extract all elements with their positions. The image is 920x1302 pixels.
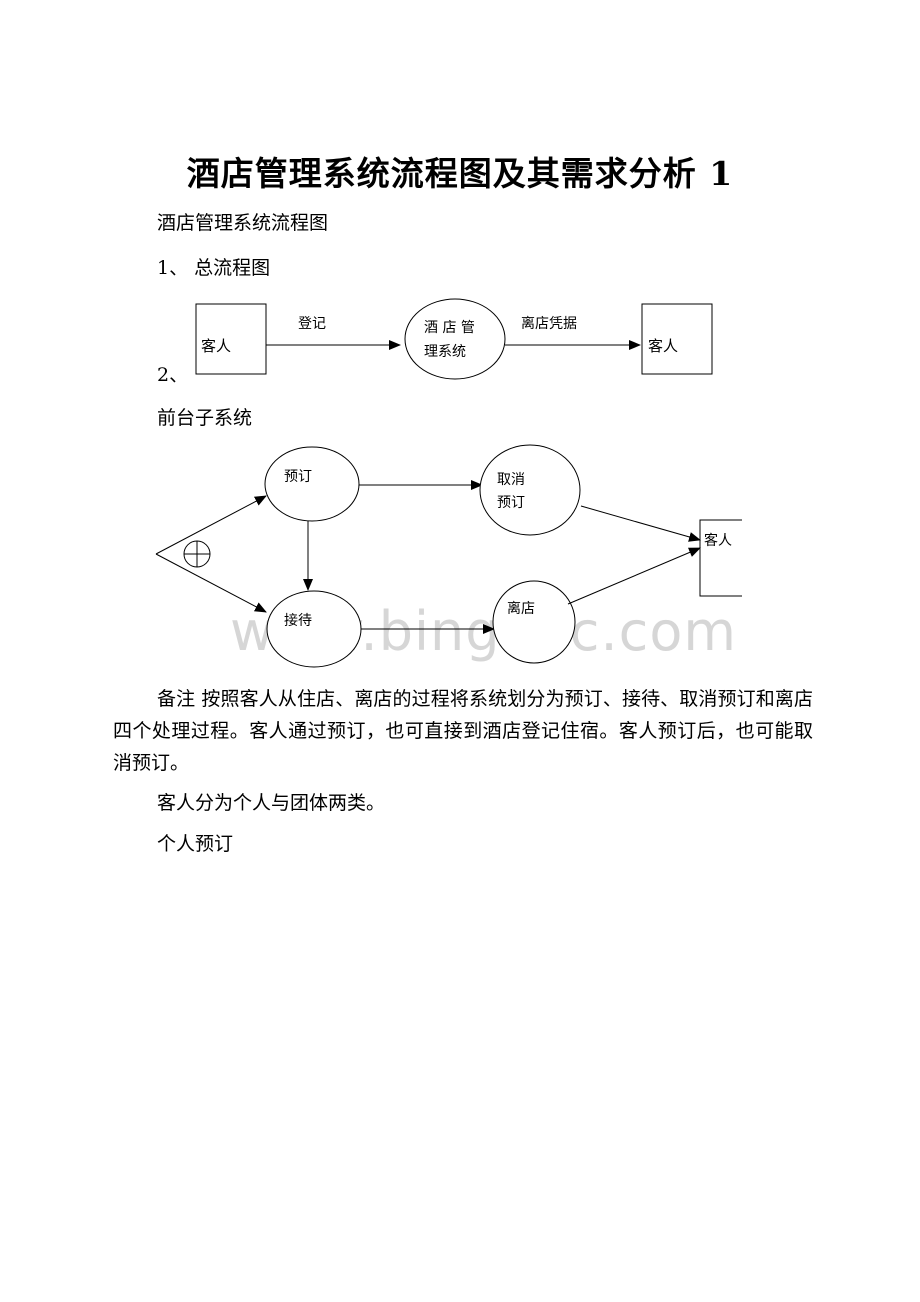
hotel-system-node: [404, 298, 506, 380]
checkout-to-guest-arrow: [567, 547, 701, 605]
guest-label: 客人: [704, 532, 732, 549]
guest-box: [699, 519, 742, 597]
page-title: 酒店管理系统流程图及其需求分析 1: [186, 154, 734, 193]
checkout-label: 离店: [507, 600, 535, 617]
hotel-system-label-line1: 酒 店 管: [424, 320, 475, 336]
booking-node: [264, 446, 360, 522]
overall-flowchart: 客人 登记 酒 店 管 理系统 离店凭据 客人: [195, 298, 713, 380]
frontdesk-flowchart: 预订 取消 预订 接待 离店 客人: [155, 444, 742, 668]
branch-to-booking: [155, 495, 267, 555]
cancel-to-guest-arrow: [580, 505, 701, 542]
register-label: 登记: [298, 316, 326, 332]
guest-types-text: 客人分为个人与团体两类。: [157, 792, 386, 814]
hotel-system-label-line2: 理系统: [424, 344, 466, 360]
section-heading: 酒店管理系统流程图: [157, 212, 329, 234]
booking-label: 预订: [284, 469, 312, 485]
reception-node: [266, 590, 362, 668]
note-paragraph: 备注 按照客人从住店、离店的过程将系统划分为预订、接待、取消预订和离店四个处理过…: [113, 688, 813, 774]
checkout-node: [492, 580, 576, 664]
guest-box-right-label: 客人: [648, 337, 678, 355]
checkout-receipt-label: 离店凭据: [521, 315, 577, 332]
guest-box-left-label: 客人: [201, 337, 231, 355]
individual-booking-heading: 个人预订: [157, 833, 234, 855]
cancel-label-line2: 预订: [497, 495, 525, 511]
reception-label: 接待: [284, 612, 312, 629]
guest-box-right: [641, 303, 713, 375]
cancel-booking-node: [479, 444, 581, 536]
section2-number: 2、: [157, 364, 189, 386]
overall-flow-heading: 1、 总流程图: [157, 257, 271, 279]
branch-to-reception: [155, 553, 267, 613]
cancel-label-line1: 取消: [497, 472, 525, 488]
frontdesk-heading: 前台子系统: [157, 407, 253, 429]
guest-box-left: [195, 303, 267, 375]
